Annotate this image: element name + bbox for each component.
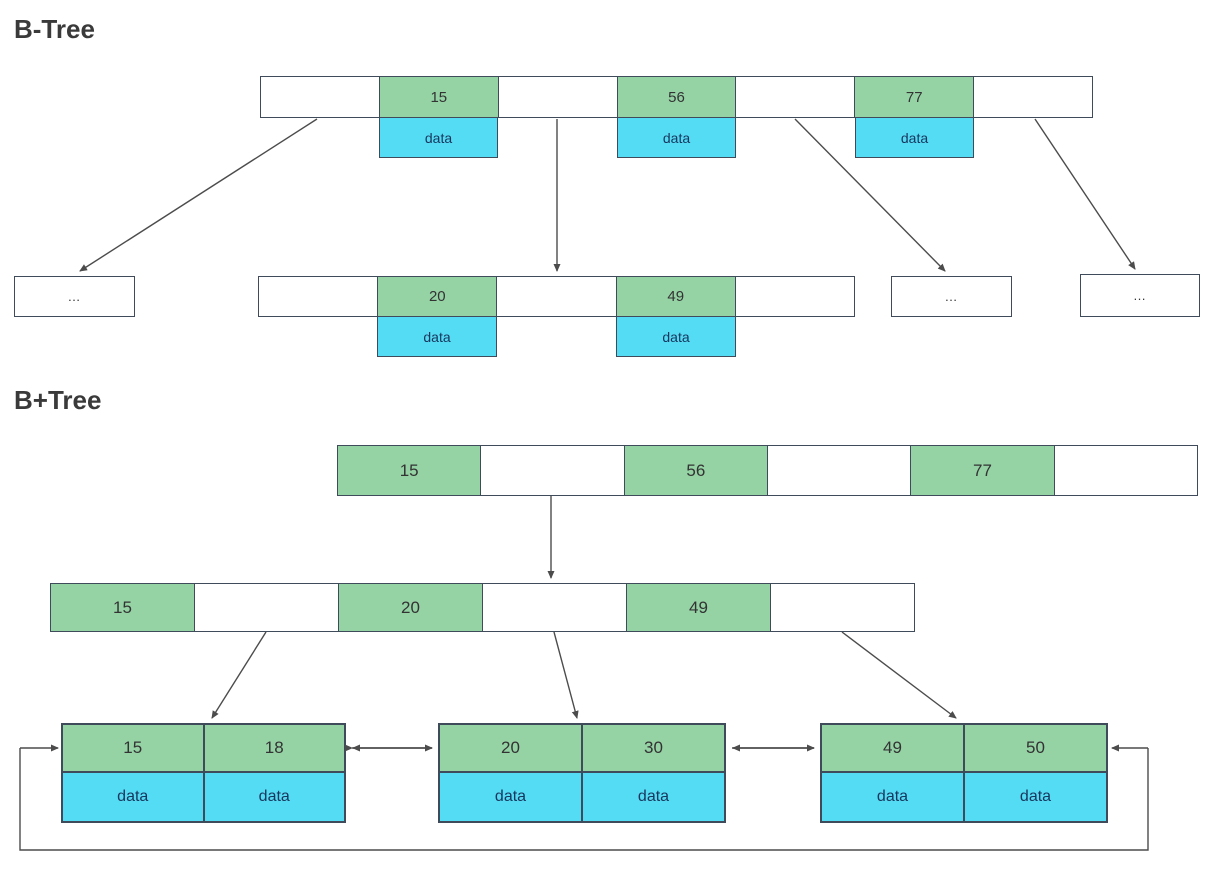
key-cell: 15 [63,725,203,771]
empty-cell [735,77,854,117]
key-cell: 77 [854,77,974,117]
key-cell: 49 [822,725,963,771]
empty-cell [973,77,1092,117]
data-cell: data [617,118,736,158]
key-cell: 15 [51,584,194,631]
key-cell: 56 [616,77,736,117]
key-cell: 49 [626,584,770,631]
empty-cell [194,584,338,631]
key-cell: 20 [377,277,497,316]
bplus-edge-to-leaf-3 [841,631,957,719]
key-cell: 77 [910,446,1054,495]
data-cell: data [855,118,974,158]
bplus-edge-to-leaf-2 [553,631,579,719]
btree-leafbox-left: … [14,276,135,317]
bplus-leaf-3: 49 50 data data [820,723,1108,823]
ellipsis-label: … [944,289,959,304]
key-cell: 56 [623,446,767,495]
btree-child-node: 20 49 [258,276,855,317]
key-cell: 18 [202,725,344,771]
bplus-edge-to-leaf-1 [211,631,267,719]
bplus-leaf-1: 15 18 data data [61,723,346,823]
data-cell: data [202,773,344,821]
empty-cell [770,584,914,631]
key-cell: 20 [338,584,482,631]
key-cell: 15 [378,77,498,117]
btree-edge-to-left-child [79,118,318,272]
bplus-root-node: 15 56 77 [337,445,1198,496]
empty-cell [496,277,615,316]
btree-leafbox-right: … [1080,274,1200,317]
empty-cell [261,77,379,117]
data-cell: data [616,317,736,357]
empty-cell [497,77,617,117]
empty-cell [259,277,377,316]
key-cell: 20 [440,725,581,771]
empty-cell [734,277,854,316]
empty-cell [1053,446,1197,495]
btree-edge-to-right-child-2 [1034,118,1136,270]
empty-cell [482,584,626,631]
btree-root-node: 15 56 77 [260,76,1093,118]
data-cell: data [822,773,963,821]
data-cell: data [63,773,203,821]
data-cell: data [581,773,724,821]
key-cell: 50 [963,725,1106,771]
empty-cell [766,446,910,495]
empty-cell [480,446,623,495]
data-cell: data [377,317,497,357]
data-cell: data [963,773,1106,821]
bplus-heading: B+Tree [14,385,102,415]
bplus-internal-node: 15 20 49 [50,583,915,632]
key-cell: 30 [581,725,724,771]
bplus-leaf-2: 20 30 data data [438,723,726,823]
ellipsis-label: … [67,289,82,304]
btree-heading: B-Tree [14,14,95,44]
data-cell: data [440,773,581,821]
key-cell: 49 [615,277,735,316]
btree-leafbox-mid: … [891,276,1012,317]
data-cell: data [379,118,498,158]
key-cell: 15 [338,446,481,495]
ellipsis-label: … [1133,288,1147,303]
